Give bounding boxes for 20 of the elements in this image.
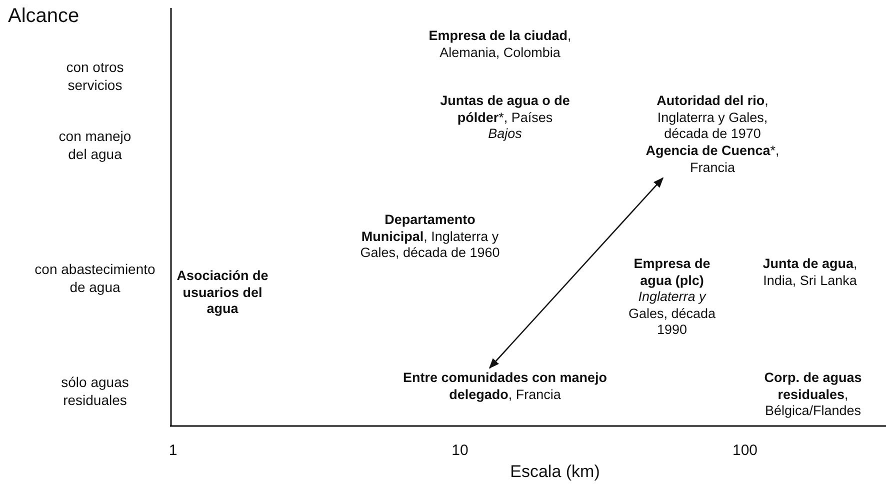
entity-label: Junta de agua, India, Sri Lanka xyxy=(750,256,870,289)
entity-label: Empresa de agua (plc) Inglaterra y Gales, década 1990 xyxy=(622,256,722,338)
entity-label: Juntas de agua o de pólder*, Países Bajos xyxy=(440,93,570,142)
tick-label: 1 xyxy=(168,441,178,460)
double-arrow xyxy=(488,177,664,369)
entity-label: Empresa de la ciudad, Alemania, Colombia xyxy=(415,28,585,61)
category-label: con otros servicios xyxy=(65,58,125,94)
entity-label: Entre comunidades con manejo delegado, Francia xyxy=(395,370,615,403)
tick-label: 100 xyxy=(731,441,759,460)
entity-label: Asociación de usuarios del agua xyxy=(175,268,270,318)
entity-label: Departamento Municipal, Inglaterra y Gales, década de 1960 xyxy=(350,212,510,262)
category-label: con manejo del agua xyxy=(58,127,132,163)
category-label: con abastecimiento de agua xyxy=(34,260,156,296)
entity-label: Corp. de aguas residuales, Bélgica/Flandes xyxy=(738,370,886,420)
entity-label: Autoridad del rio, Inglaterra y Gales, década de 1970 xyxy=(635,93,790,142)
axis-title: Escala (km) xyxy=(509,461,601,482)
category-label: sólo aguas residuales xyxy=(60,373,130,409)
entity-label: Agencia de Cuenca*, Francia xyxy=(635,143,790,176)
tick-label: 10 xyxy=(450,441,470,460)
axis-title: Alcance xyxy=(8,4,80,28)
